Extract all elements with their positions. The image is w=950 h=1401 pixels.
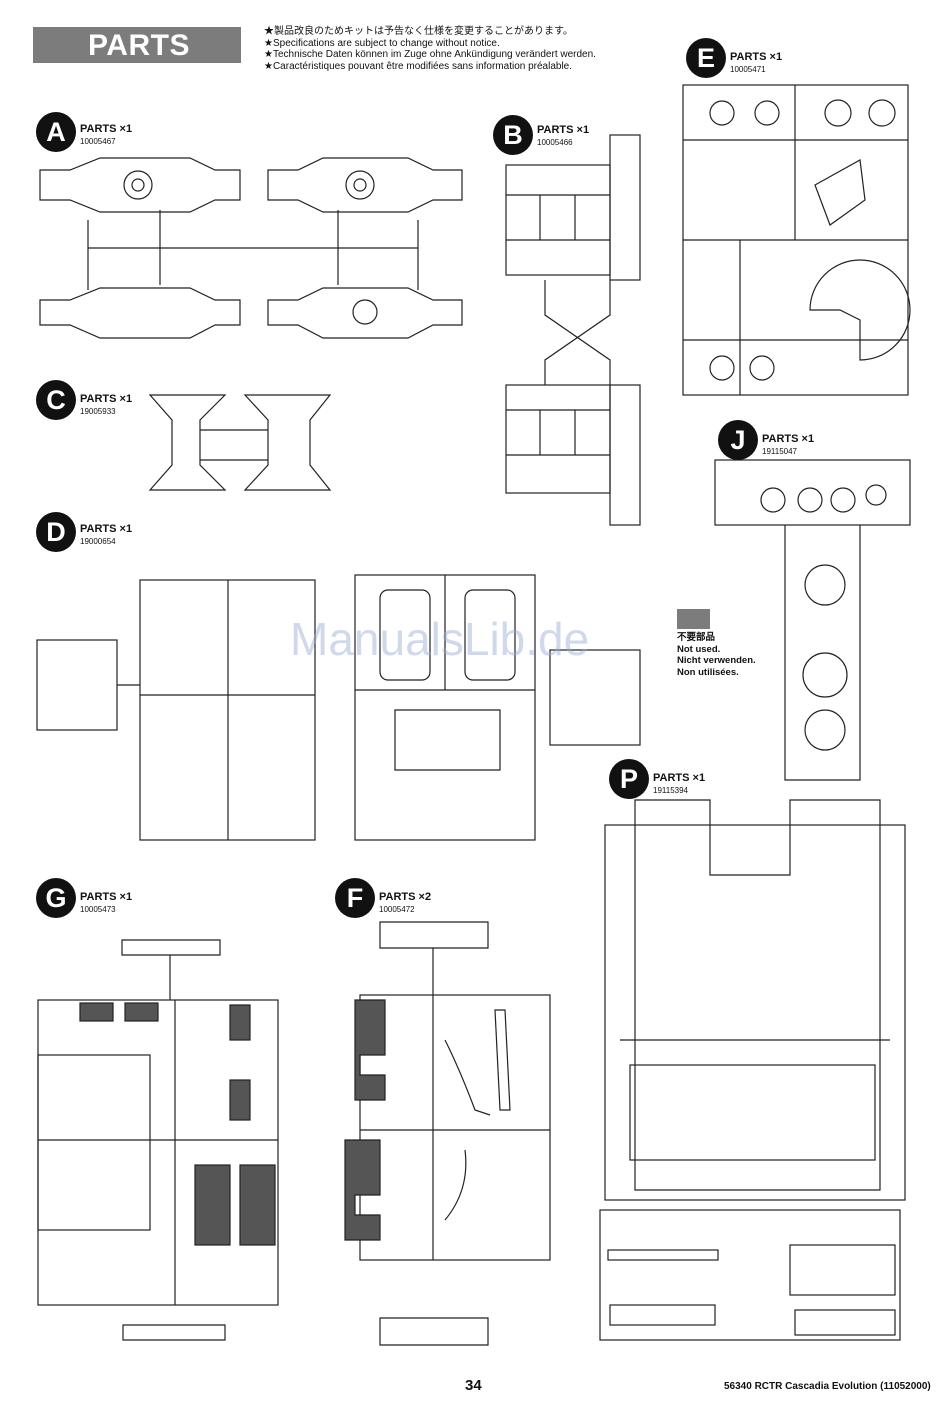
parts-code-p: 19115394 — [653, 786, 688, 795]
notice-de: ★Technische Daten können im Zuge ohne An… — [264, 49, 596, 60]
parts-title-e: PARTS ×1 — [730, 51, 783, 63]
notice-jp: ★製品改良のためキットは予告なく仕様を変更することがあります。 — [264, 26, 573, 37]
parts-code-a: 10005467 — [80, 137, 116, 146]
unused-swatch — [677, 609, 710, 629]
notice-en: ★Specifications are subject to change wi… — [264, 37, 500, 49]
parts-code-f: 10005472 — [379, 905, 415, 914]
parts-title-p: PARTS ×1 — [653, 772, 706, 784]
unused-jp: 不要部品 — [677, 632, 716, 643]
parts-title-f: PARTS ×2 — [379, 891, 432, 903]
sprue-frame-j — [714, 459, 911, 781]
watermark: ManualsLib.de — [290, 613, 590, 665]
badge-c: C — [36, 380, 76, 420]
section-title: PARTS — [88, 29, 190, 62]
sprue-frame-a — [39, 157, 463, 339]
notice-list: ★製品改良のためキットは予告なく仕様を変更することがあります。 ★Specifi… — [264, 26, 596, 72]
notice-fr: ★Caractéristiques pouvant être modifiées… — [264, 60, 573, 72]
badge-g: G — [36, 878, 76, 918]
unused-fr: Non utilisées. — [677, 666, 739, 678]
page-number: 34 — [465, 1377, 482, 1394]
parts-code-b: 10005466 — [537, 138, 573, 147]
badge-e: E — [686, 38, 726, 78]
parts-code-j: 19115047 — [762, 447, 797, 456]
badge-b: B — [493, 115, 533, 155]
parts-title-j: PARTS ×1 — [762, 433, 815, 445]
badge-f: F — [335, 878, 375, 918]
parts-title-d: PARTS ×1 — [80, 523, 133, 535]
sprue-frame-f — [344, 921, 551, 1346]
parts-title-a: PARTS ×1 — [80, 123, 133, 135]
sprue-frame-d — [36, 574, 641, 841]
unused-en: Not used. — [677, 643, 721, 655]
sprue-frame-c — [148, 394, 332, 491]
parts-code-c: 19005933 — [80, 407, 116, 416]
badge-a: A — [36, 112, 76, 152]
parts-code-d: 19000654 — [80, 537, 116, 546]
unused-de: Nicht verwenden. — [677, 655, 756, 666]
sprue-frame-b — [505, 134, 641, 526]
badge-j: J — [718, 420, 758, 460]
parts-code-g: 10005473 — [80, 905, 116, 914]
parts-title-b: PARTS ×1 — [537, 124, 590, 136]
sprue-frame-p — [599, 799, 906, 1341]
parts-title-g: PARTS ×1 — [80, 891, 133, 903]
parts-title-c: PARTS ×1 — [80, 393, 133, 405]
unused-legend: 不要部品 Not used. Nicht verwenden. Non util… — [677, 632, 756, 678]
badge-d: D — [36, 512, 76, 552]
sprue-frame-g — [37, 939, 279, 1341]
sprue-frame-e — [682, 84, 911, 396]
footer-text: 56340 RCTR Cascadia Evolution (11052000) — [724, 1381, 931, 1392]
parts-code-e: 10005471 — [730, 65, 766, 74]
section-header: PARTS — [33, 27, 241, 63]
badge-p: P — [609, 759, 649, 799]
